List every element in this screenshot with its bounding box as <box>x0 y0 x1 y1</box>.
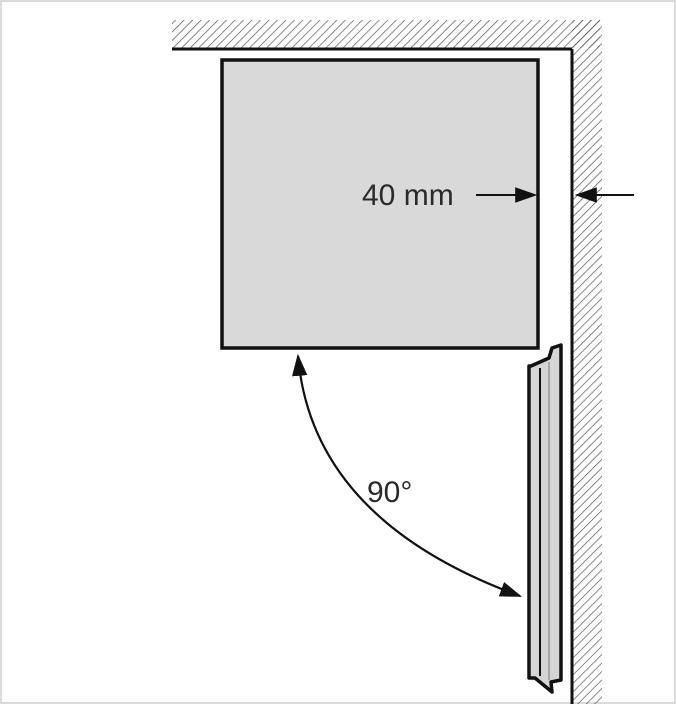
appliance-body <box>220 58 540 350</box>
swing-arc <box>292 353 523 598</box>
appliance-door <box>527 343 563 694</box>
clearance-dimension: 40 mm <box>362 179 634 212</box>
top-wall <box>172 20 600 51</box>
clearance-label: 40 mm <box>362 179 454 212</box>
angle-indicator: 90° <box>292 353 523 598</box>
angle-label: 90° <box>367 476 412 509</box>
side-wall <box>570 20 602 704</box>
